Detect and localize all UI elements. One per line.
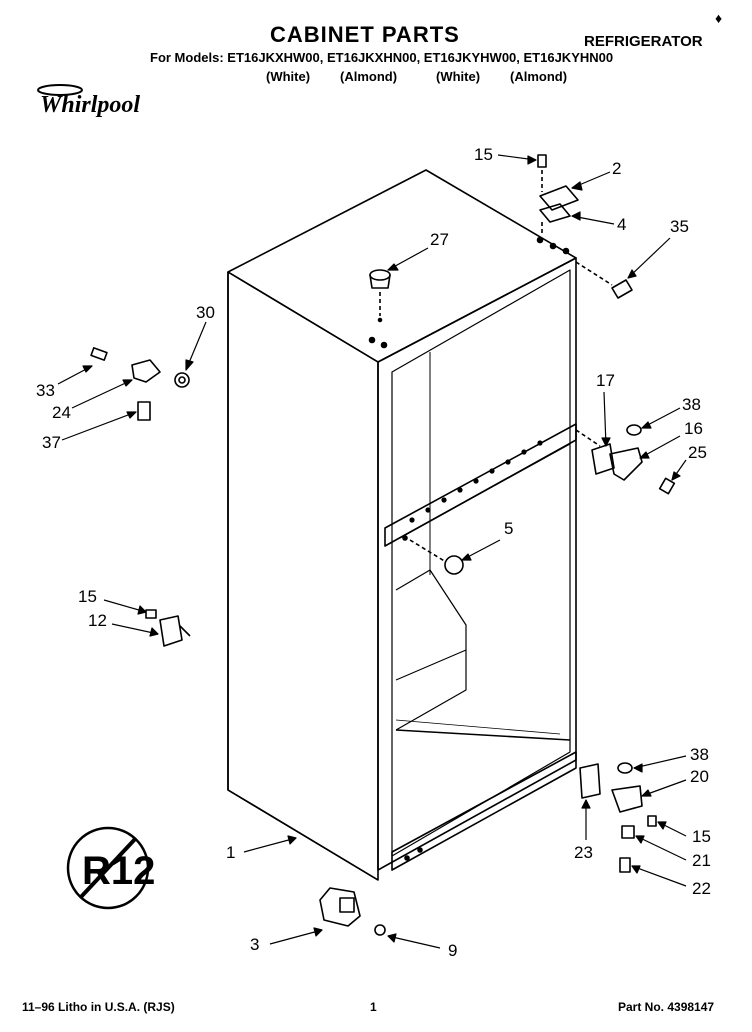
callout-33: 33 xyxy=(36,381,55,400)
corner-mark: ♦ xyxy=(715,10,723,26)
callout-16: 16 xyxy=(684,419,703,438)
cabinet-shell xyxy=(227,169,577,881)
callout-12: 12 xyxy=(88,611,107,630)
callout-38: 38 xyxy=(682,395,701,414)
callout-15: 15 xyxy=(474,145,493,164)
door-stop-12-icon xyxy=(145,609,191,647)
stamp-text: R12 xyxy=(82,849,155,893)
leader-lines xyxy=(57,154,687,949)
cabinet-top-holes xyxy=(368,236,570,349)
model-color-3: (White) xyxy=(436,69,481,84)
whirlpool-logo-swoosh-icon xyxy=(37,84,83,96)
model-color-1: (White) xyxy=(266,69,311,84)
callout-30: 30 xyxy=(196,303,215,322)
plug-27-icon xyxy=(369,269,391,316)
knob-5-icon xyxy=(409,539,464,575)
callout-2: 2 xyxy=(612,159,621,178)
callout-17: 17 xyxy=(596,371,615,390)
callout-20: 20 xyxy=(690,767,709,786)
footer-part-number: Part No. 4398147 xyxy=(618,1000,715,1014)
callout-1: 1 xyxy=(226,843,235,862)
footer-page-number: 1 xyxy=(370,1000,377,1014)
callout-27: 27 xyxy=(430,230,449,249)
water-valve-icon xyxy=(90,347,190,421)
brand-logo: Whirlpool xyxy=(40,92,141,118)
top-hinge-icon xyxy=(537,154,579,236)
callout-21: 21 xyxy=(692,851,711,870)
hinge-cap-35-icon xyxy=(575,261,633,299)
callout-3: 3 xyxy=(250,935,259,954)
center-hinge-icon xyxy=(575,424,676,495)
callout-35: 35 xyxy=(670,217,689,236)
callout-9: 9 xyxy=(448,941,457,960)
callout-15b: 15 xyxy=(78,587,97,606)
mullion-holes xyxy=(402,440,543,861)
callout-numbers: 15 2 4 35 27 30 33 24 37 17 38 16 25 5 1… xyxy=(36,145,711,960)
callout-24: 24 xyxy=(52,403,71,422)
callout-15c: 15 xyxy=(692,827,711,846)
callout-22: 22 xyxy=(692,879,711,898)
model-color-2: (Almond) xyxy=(340,69,398,84)
model-color-4: (Almond) xyxy=(510,69,568,84)
lower-hinge-3-icon xyxy=(319,887,386,936)
callout-38b: 38 xyxy=(690,745,709,764)
r12-refrigerant-stamp-icon: R12 xyxy=(66,826,155,910)
callout-5: 5 xyxy=(504,519,513,538)
page-title: CABINET PARTS xyxy=(270,22,460,47)
appliance-type: REFRIGERATOR xyxy=(584,33,703,50)
bottom-hinge-icon xyxy=(579,762,657,873)
callout-4: 4 xyxy=(617,215,626,234)
callout-37: 37 xyxy=(42,433,61,452)
models-line: For Models: ET16JKXHW00, ET16JKXHN00, ET… xyxy=(150,50,614,65)
callout-25: 25 xyxy=(688,443,707,462)
callout-23: 23 xyxy=(574,843,593,862)
footer-litho: 11–96 Litho in U.S.A. (RJS) xyxy=(22,1000,175,1014)
